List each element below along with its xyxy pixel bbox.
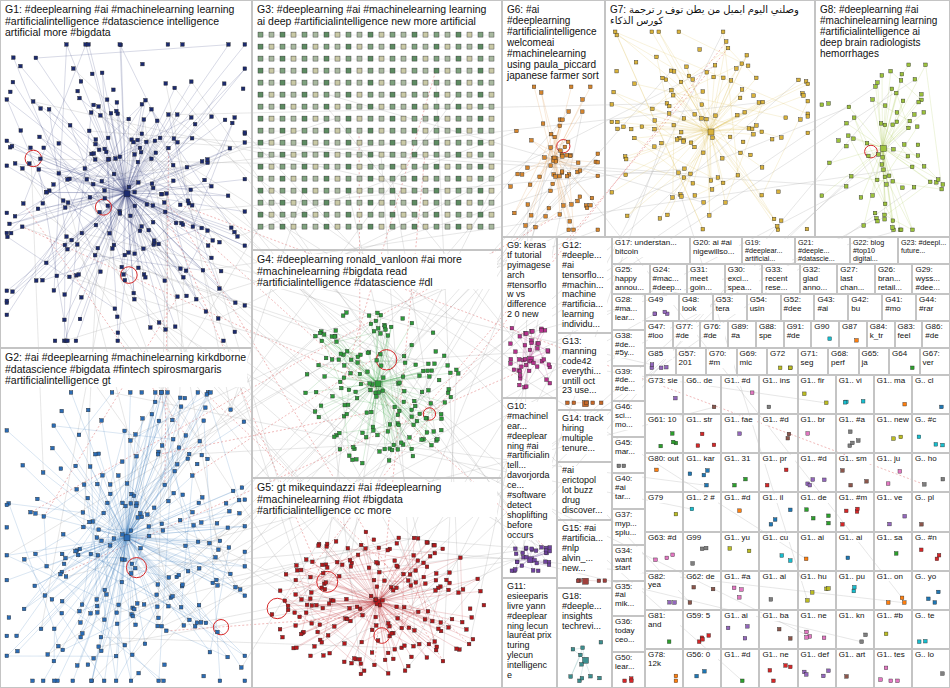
graph-canvas: G1: #deeplearning #ai #machinelearning l…: [0, 0, 950, 688]
